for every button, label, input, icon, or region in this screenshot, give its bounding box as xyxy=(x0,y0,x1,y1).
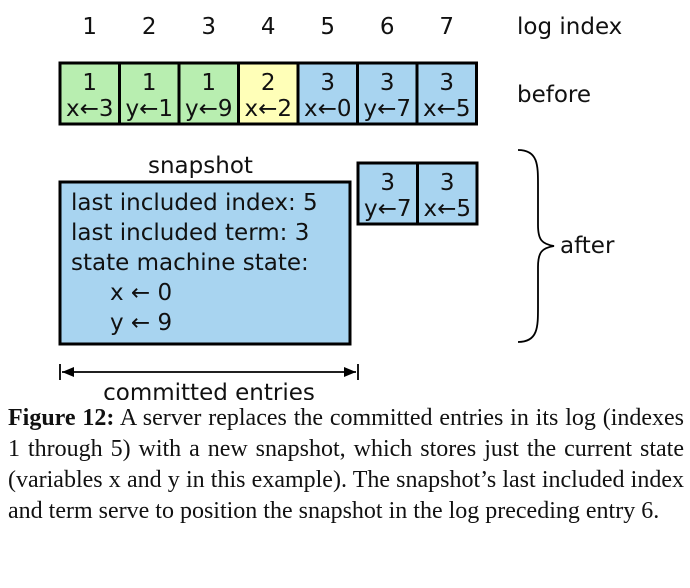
entry-cell xyxy=(356,161,419,226)
entry-term: 1 xyxy=(142,70,157,96)
committed-entries-label: committed entries xyxy=(103,380,315,400)
log-index-row: 1 2 3 4 5 6 7 xyxy=(82,14,454,40)
before-entry: 1x←3 xyxy=(58,61,121,126)
entry-cell xyxy=(416,161,479,226)
entry-command: y←7 xyxy=(364,196,412,222)
snapshot-line: last included term: 3 xyxy=(71,220,309,246)
log-index-number: 1 xyxy=(82,14,97,40)
entry-command: x←5 xyxy=(423,96,471,122)
figure-caption-text: A server replaces the committed entries … xyxy=(8,405,685,524)
log-index-number: 2 xyxy=(142,14,157,40)
entry-command: y←7 xyxy=(363,96,411,122)
log-index-label: log index xyxy=(517,14,622,40)
log-index-number: 7 xyxy=(439,14,454,40)
snapshot-title: snapshot xyxy=(148,153,253,179)
entry-command: y←9 xyxy=(185,96,233,122)
log-index-number: 6 xyxy=(380,14,395,40)
entry-command: x←2 xyxy=(244,96,292,122)
entry-command: x←3 xyxy=(66,96,114,122)
snapshot-contents: last included index: 5 last included term… xyxy=(71,190,318,336)
entry-term: 3 xyxy=(440,170,455,196)
entry-cell xyxy=(58,61,121,126)
snapshot-line: state machine state: xyxy=(71,250,309,276)
entry-cell xyxy=(296,61,359,126)
entry-term: 3 xyxy=(439,70,454,96)
before-entry: 2x←2 xyxy=(237,61,300,126)
entry-cell xyxy=(415,61,478,126)
entry-term: 2 xyxy=(261,70,276,96)
snapshot-box xyxy=(58,180,352,346)
before-entry: 3y←7 xyxy=(356,61,419,126)
log-index-number: 5 xyxy=(320,14,335,40)
entry-command: x←0 xyxy=(304,96,352,122)
committed-entries-arrow xyxy=(59,364,359,380)
log-index-number: 4 xyxy=(261,14,276,40)
snapshot-state-value: y ← 9 xyxy=(110,310,172,336)
before-entry: 3x←5 xyxy=(415,61,478,126)
figure-caption: Figure 12: A server replaces the committ… xyxy=(8,403,684,527)
after-entry: 3y←7 xyxy=(356,161,419,226)
snapshot-line: last included index: 5 xyxy=(71,190,318,216)
after-entry: 3x←5 xyxy=(416,161,479,226)
entry-cell xyxy=(118,61,181,126)
before-label: before xyxy=(517,82,591,108)
snapshot-state-value: x ← 0 xyxy=(110,280,172,306)
entry-term: 3 xyxy=(320,70,335,96)
entry-cell xyxy=(177,61,240,126)
log-before: 1x←31y←11y←92x←23x←03y←73x←5 xyxy=(58,61,478,126)
entry-term: 3 xyxy=(380,170,395,196)
entry-term: 1 xyxy=(82,70,97,96)
entry-command: y←1 xyxy=(125,96,173,122)
entry-term: 3 xyxy=(380,70,395,96)
after-label: after xyxy=(560,233,615,259)
figure-label: Figure 12: xyxy=(8,405,115,431)
before-entry: 1y←1 xyxy=(118,61,181,126)
entry-command: x←5 xyxy=(423,196,471,222)
entry-term: 1 xyxy=(201,70,216,96)
before-entry: 3x←0 xyxy=(296,61,359,126)
log-after-entries: 3y←73x←5 xyxy=(356,161,479,226)
before-entry: 1y←9 xyxy=(177,61,240,126)
log-index-number: 3 xyxy=(201,14,216,40)
after-brace xyxy=(517,149,555,343)
